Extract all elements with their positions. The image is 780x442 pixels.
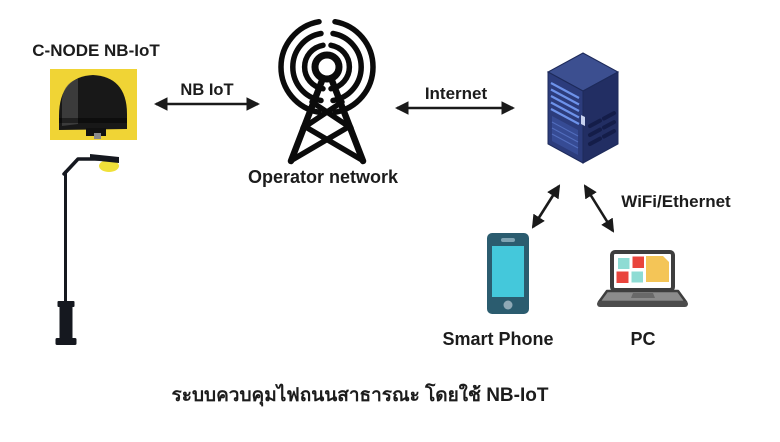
cnode-label: C-NODE NB-IoT bbox=[32, 41, 160, 60]
cell-tower-icon bbox=[278, 18, 376, 165]
nbiot-link-label: NB IoT bbox=[180, 81, 234, 99]
link-arrows bbox=[153, 97, 615, 233]
lamp-glow bbox=[99, 160, 119, 172]
server-phone-link-arrow bbox=[531, 184, 561, 229]
server-vents bbox=[588, 111, 616, 146]
server-latch bbox=[581, 115, 585, 126]
smartphone-icon bbox=[487, 233, 529, 314]
laptop-touchpad bbox=[631, 293, 655, 298]
operator-network-label: Operator network bbox=[247, 167, 399, 187]
pc-label: PC bbox=[630, 329, 656, 349]
server-tower-icon bbox=[546, 52, 620, 164]
smartphone-label: Smart Phone bbox=[442, 329, 554, 349]
wifi-ethernet-link-label: WiFi/Ethernet bbox=[621, 192, 731, 211]
figure-caption: ระบบควบคุมไฟถนนสาธารณะ โดยใช้ NB-IoT bbox=[171, 385, 549, 406]
street-light-icon bbox=[55, 154, 119, 345]
internet-link-label: Internet bbox=[424, 84, 488, 103]
server-pc-link-arrow bbox=[583, 184, 615, 233]
server-drive-slats bbox=[550, 82, 580, 125]
photocell-device-photo bbox=[50, 69, 137, 140]
laptop-icon bbox=[597, 250, 688, 307]
